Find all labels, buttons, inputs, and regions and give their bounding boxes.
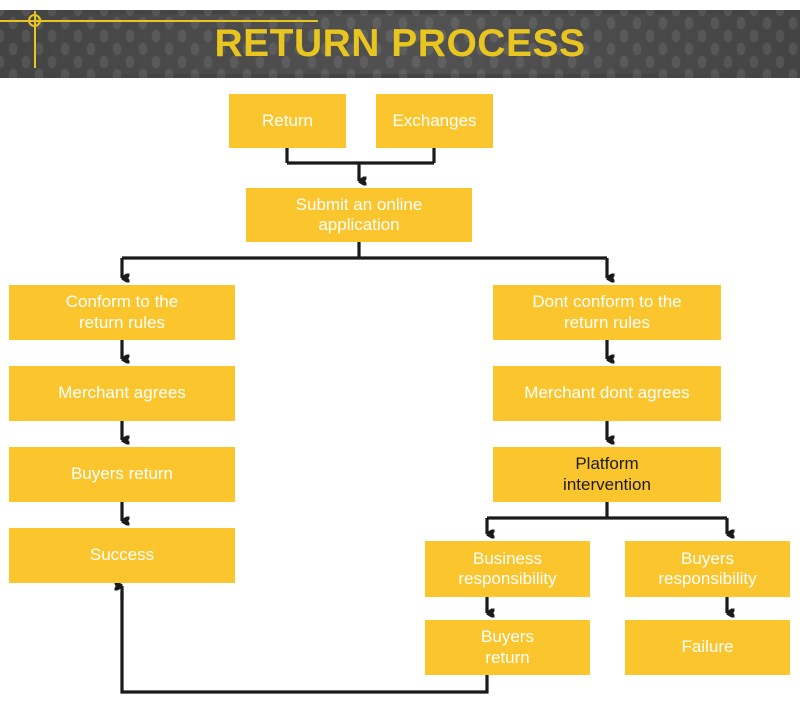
- node-platform-intervention[interactable]: Platform intervention: [493, 447, 721, 502]
- node-conform-to-return-rules[interactable]: Conform to the return rules: [9, 285, 235, 340]
- node-failure[interactable]: Failure: [625, 620, 790, 675]
- crosshair-horizontal-line: [0, 20, 318, 22]
- node-exchanges[interactable]: Exchanges: [376, 94, 493, 148]
- edge-return-exchanges-to-submit: [285, 148, 436, 181]
- node-business-responsibility[interactable]: Business responsibility: [425, 541, 590, 597]
- crosshair-vertical-line: [34, 11, 36, 68]
- node-return[interactable]: Return: [229, 94, 346, 148]
- node-dont-conform-to-return-rules[interactable]: Dont conform to the return rules: [493, 285, 721, 340]
- node-buyers-return-bottom-right[interactable]: Buyers return: [425, 620, 590, 675]
- node-merchant-agrees[interactable]: Merchant agrees: [9, 366, 235, 421]
- node-submit-online-application[interactable]: Submit an online application: [246, 188, 472, 242]
- node-success[interactable]: Success: [9, 528, 235, 583]
- node-buyers-return-left[interactable]: Buyers return: [9, 447, 235, 502]
- edge-platform-split: [485, 502, 727, 534]
- node-merchant-dont-agrees[interactable]: Merchant dont agrees: [493, 366, 721, 421]
- edge-submit-split: [120, 242, 607, 278]
- page-title: RETURN PROCESS: [214, 22, 586, 65]
- crosshair-circle-icon: [28, 14, 41, 27]
- edge-bottom-pairs: [485, 597, 727, 613]
- node-buyers-responsibility[interactable]: Buyers responsibility: [625, 541, 790, 597]
